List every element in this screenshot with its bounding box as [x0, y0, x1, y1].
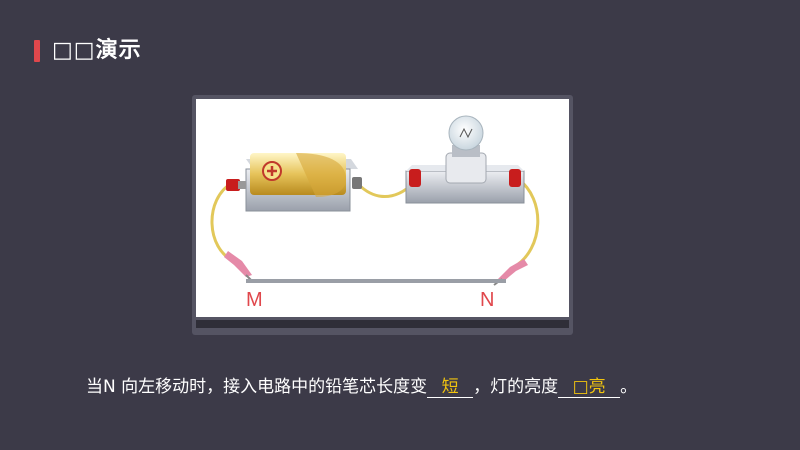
battery-holder — [226, 153, 362, 212]
terminal-right-icon — [352, 177, 362, 189]
question-part-2: ，灯的亮度 — [473, 377, 559, 397]
title-accent-bar — [34, 40, 40, 62]
terminal-right-icon — [509, 169, 521, 187]
label-n: N — [480, 289, 495, 311]
lamp-holder — [405, 115, 525, 204]
clip-m — [224, 251, 253, 282]
question-part-1: 当N 向左移动时，接入电路中的铅笔芯长度变 — [86, 377, 428, 397]
circuit-diagram — [210, 115, 540, 286]
pencil-lead — [246, 279, 506, 283]
terminal-left-icon — [409, 169, 421, 187]
page-title: □□演示 — [52, 38, 142, 63]
answer-blank-2: □亮 — [558, 377, 621, 398]
label-m: M — [246, 289, 263, 311]
frame-bottom-bar — [196, 320, 569, 328]
wire-left — [210, 181, 235, 263]
answer-blank-1: 短 — [427, 377, 474, 398]
circuit-figure: M N — [196, 99, 569, 317]
terminal-left-icon — [226, 179, 240, 191]
question-part-3: 。 — [620, 377, 638, 397]
circuit-figure-frame: M N — [192, 95, 573, 335]
question-sentence: 当N 向左移动时，接入电路中的铅笔芯长度变短，灯的亮度□亮。 — [86, 372, 637, 398]
